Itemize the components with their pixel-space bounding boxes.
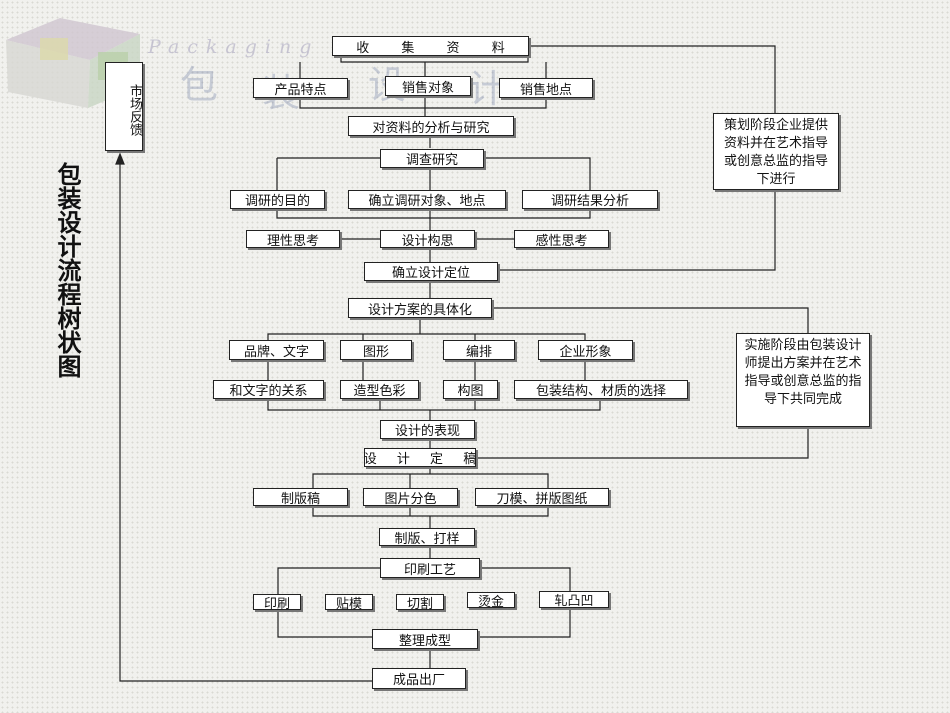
node-corporate-image[interactable]: 企业形象 [538, 340, 633, 360]
node-graphics[interactable]: 图形 [340, 340, 412, 360]
planning-stage-note: 策划阶段企业提供资料并在艺术指导或创意总监的指导下进行 [713, 113, 839, 190]
node-rational-thinking[interactable]: 理性思考 [246, 230, 340, 249]
node-survey-target[interactable]: 确立调研对象、地点 [348, 190, 506, 209]
node-color-separation[interactable]: 图片分色 [363, 488, 458, 507]
node-survey[interactable]: 调查研究 [380, 149, 484, 168]
node-print[interactable]: 印刷 [253, 594, 301, 612]
node-text-relation[interactable]: 和文字的关系 [213, 380, 324, 399]
node-product-features[interactable]: 产品特点 [253, 78, 348, 98]
node-sales-target[interactable]: 销售对象 [385, 76, 471, 96]
node-finishing[interactable]: 整理成型 [372, 629, 478, 649]
node-analysis[interactable]: 对资料的分析与研究 [348, 116, 514, 136]
node-plate-draft[interactable]: 制版稿 [253, 488, 348, 507]
node-survey-purpose[interactable]: 调研的目的 [230, 190, 325, 209]
node-emotional-thinking[interactable]: 感性思考 [514, 230, 609, 249]
node-die-drawing[interactable]: 刀模、拼版图纸 [475, 488, 609, 507]
node-survey-result[interactable]: 调研结果分析 [522, 190, 658, 209]
node-design-positioning[interactable]: 确立设计定位 [364, 262, 498, 281]
node-composition[interactable]: 构图 [443, 380, 498, 399]
node-hot-stamp[interactable]: 烫金 [467, 592, 515, 610]
node-shape-color[interactable]: 造型色彩 [340, 380, 419, 399]
node-sales-location[interactable]: 销售地点 [499, 78, 593, 98]
node-concretize-plan[interactable]: 设计方案的具体化 [348, 298, 492, 318]
node-laminate[interactable]: 贴模 [325, 594, 373, 612]
watermark-char: 包 [180, 63, 219, 107]
node-design-expression[interactable]: 设计的表现 [380, 420, 475, 439]
node-plate-proof[interactable]: 制版、打样 [379, 528, 475, 547]
implementation-stage-note: 实施阶段由包装设计师提出方案并在艺术指导或创意总监的指导下共同完成 [736, 333, 870, 427]
node-emboss[interactable]: 轧凸凹 [539, 591, 609, 609]
node-structure-material[interactable]: 包装结构、材质的选择 [514, 380, 688, 399]
node-collect-data[interactable]: 收 集 资 料 [332, 36, 529, 56]
node-design-concept[interactable]: 设计构思 [380, 230, 475, 249]
node-brand-text[interactable]: 品牌、文字 [229, 340, 324, 360]
page-title: 包装设计流程树状图 [53, 162, 81, 378]
node-printing-process[interactable]: 印刷工艺 [380, 558, 480, 578]
node-final-draft[interactable]: 设 计 定 稿 [364, 448, 476, 467]
node-cut[interactable]: 切割 [396, 594, 444, 612]
node-product-out[interactable]: 成品出厂 [372, 668, 466, 689]
node-layout[interactable]: 编排 [443, 340, 515, 360]
market-feedback-label: 市场反馈 [105, 62, 143, 151]
